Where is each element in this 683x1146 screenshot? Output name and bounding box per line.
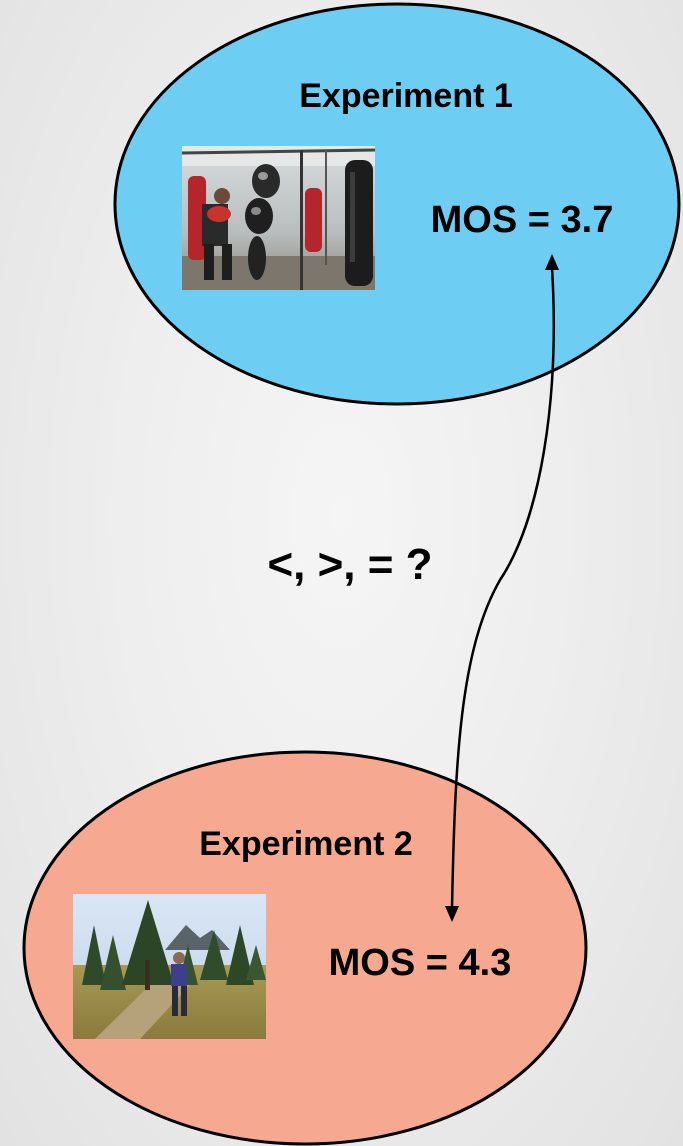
experiment1-ellipse	[113, 2, 681, 406]
comparison-label: <, >, = ?	[267, 540, 432, 589]
experiment1-title: Experiment 1	[299, 77, 513, 115]
experiment2-ellipse	[22, 750, 588, 1146]
arrowhead-down	[445, 906, 459, 922]
experiment2-thumbnail	[73, 894, 266, 1039]
arrowhead-up	[545, 254, 559, 270]
experiment1-thumbnail	[181, 146, 376, 290]
comparison-connector	[450, 267, 555, 909]
experiment1-mos: MOS = 3.7	[431, 199, 614, 241]
experiment2-mos: MOS = 4.3	[329, 942, 512, 984]
experiment2-title: Experiment 2	[199, 825, 413, 863]
